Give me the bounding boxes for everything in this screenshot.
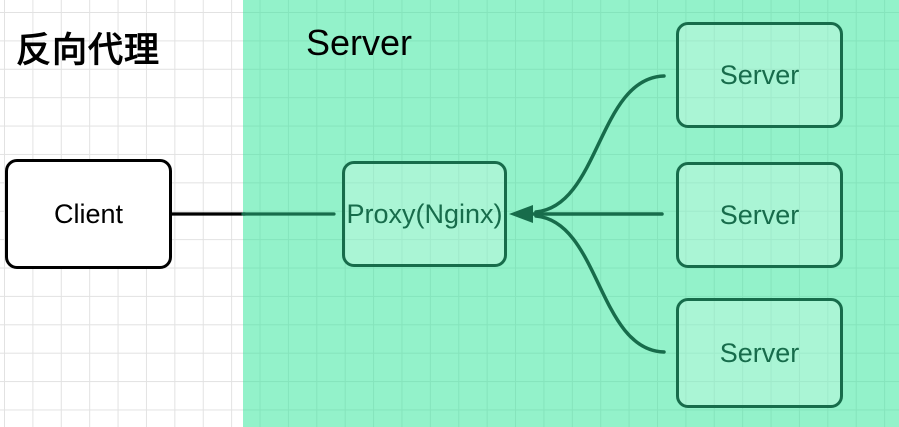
node-client: Client [5,159,172,269]
node-server-2-label: Server [719,199,800,230]
node-server-1-label: Server [719,59,800,90]
node-server-3-label: Server [719,337,800,368]
node-client-label: Client [53,198,124,229]
node-proxy: Proxy(Nginx) [342,161,507,267]
node-server-1: Server [676,22,843,128]
node-server-2: Server [676,162,843,268]
diagram-title: 反向代理 [16,31,161,70]
node-proxy-label: Proxy(Nginx) [346,198,503,229]
server-region-title: Server [306,22,413,63]
node-server-3: Server [676,298,843,408]
